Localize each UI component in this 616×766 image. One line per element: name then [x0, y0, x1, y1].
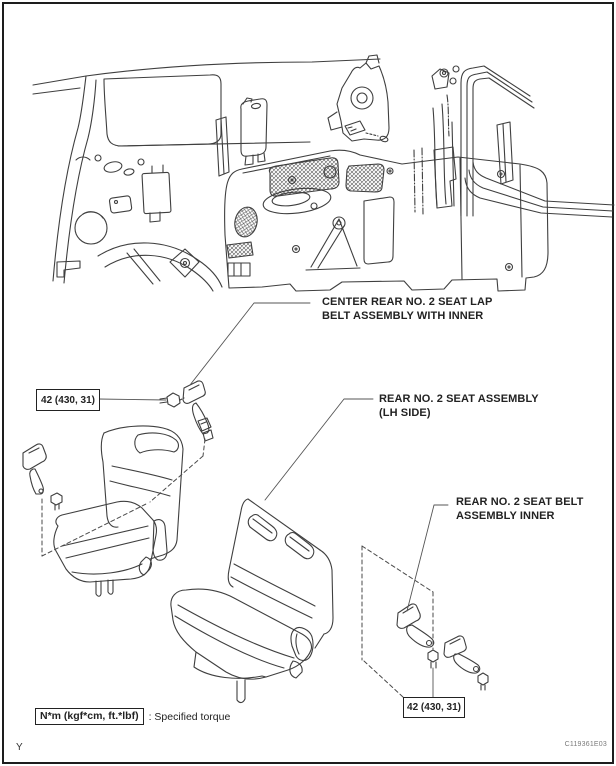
- torque-spec-box-right: 42 (430, 31): [403, 697, 465, 718]
- label-seat-assembly-line2: (LH SIDE): [379, 407, 431, 419]
- position-dashed-lines: [41, 438, 434, 698]
- pillar-trim-pieces: [240, 54, 390, 166]
- center-lap-belt-part: [159, 380, 214, 442]
- rear-door-opening: [413, 65, 615, 218]
- torque-spec-box-left: 42 (430, 31): [36, 389, 100, 411]
- quarter-trim-panel: [224, 149, 549, 292]
- label-belt-inner-line2: ASSEMBLY INNER: [456, 510, 555, 522]
- body-side-cutaway-illustration: [32, 58, 381, 292]
- label-lap-belt-line2: BELT ASSEMBLY WITH INNER: [322, 310, 484, 322]
- leader-lines: [97, 302, 449, 698]
- torque-unit-box: N*m (kgf*cm, ft.*lbf): [35, 708, 144, 725]
- label-seat-assembly: REAR NO. 2 SEAT ASSEMBLY (LH SIDE): [379, 392, 539, 420]
- belt-inner-parts: [396, 603, 489, 691]
- label-lap-belt-line1: CENTER REAR NO. 2 SEAT LAP: [322, 296, 493, 308]
- page-letter: Y: [16, 742, 23, 753]
- torque-legend: N*m (kgf*cm, ft.*lbf) : Specified torque: [35, 708, 230, 725]
- figure-code: C119361E03: [564, 741, 607, 748]
- label-belt-inner-line1: REAR NO. 2 SEAT BELT: [456, 496, 584, 508]
- label-belt-inner: REAR NO. 2 SEAT BELT ASSEMBLY INNER: [456, 495, 584, 523]
- bench-seat-illustration: [170, 498, 334, 704]
- label-seat-assembly-line1: REAR NO. 2 SEAT ASSEMBLY: [379, 393, 539, 405]
- label-lap-belt: CENTER REAR NO. 2 SEAT LAP BELT ASSEMBLY…: [322, 295, 492, 323]
- single-seat-illustration: [22, 417, 212, 597]
- torque-legend-description: : Specified torque: [148, 710, 231, 723]
